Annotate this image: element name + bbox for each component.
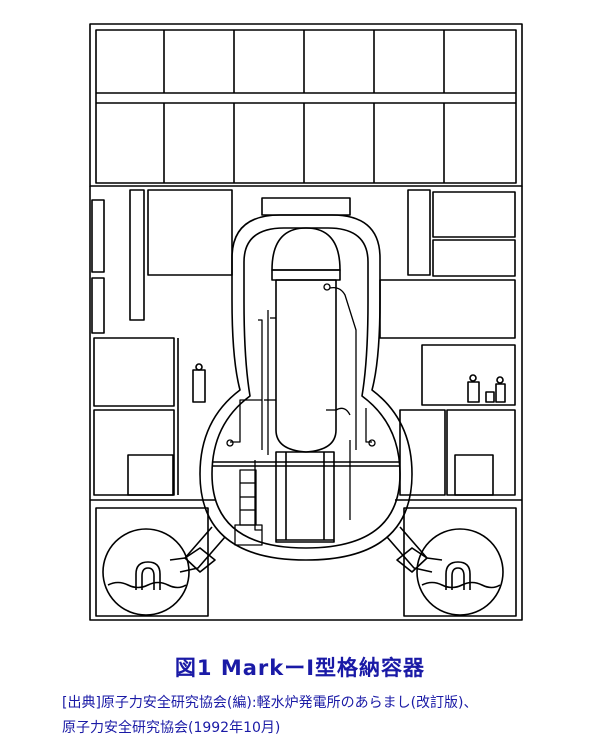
figure-caption: 図1 MarkーI型格納容器	[174, 656, 426, 680]
left-rooms	[91, 189, 233, 496]
mark-i-containment-diagram	[89, 23, 523, 621]
suppression-chamber-left	[95, 507, 216, 617]
drywell-piping	[226, 283, 376, 546]
drywell	[199, 197, 413, 561]
vent-pipes	[169, 526, 443, 573]
suppression-chamber-right	[396, 507, 517, 617]
upper-building-grid	[89, 23, 523, 187]
right-rooms	[379, 189, 516, 496]
source-citation-line-2: 原子力安全研究協会(1992年10月)	[62, 720, 281, 736]
source-citation-line-1: [出典]原子力安全研究協会(編):軽水炉発電所のあらまし(改訂版)、	[62, 695, 478, 711]
reactor-building-lower	[89, 186, 523, 621]
reactor-pressure-vessel	[271, 227, 341, 543]
